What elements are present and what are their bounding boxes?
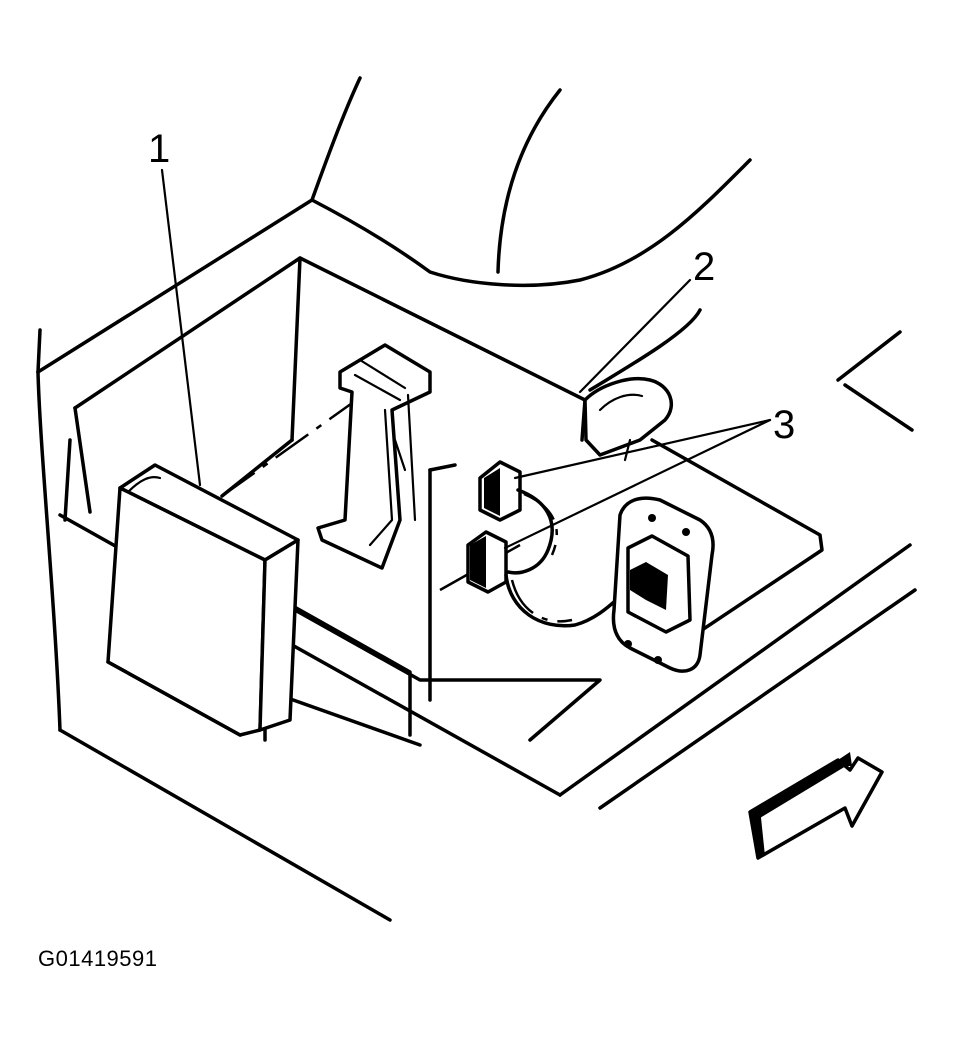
callout-3-label: 3	[773, 403, 795, 447]
component-2	[583, 377, 673, 462]
module-1	[106, 463, 300, 737]
callout-1-label: 1	[148, 127, 170, 171]
front-arrow-icon	[748, 752, 884, 860]
connector-lower	[466, 530, 508, 594]
seat-outline	[310, 76, 752, 392]
wiring-harness	[504, 488, 630, 628]
callout-2-label: 2	[693, 245, 715, 289]
sensor-assembly	[611, 496, 715, 673]
callout-leaders	[160, 168, 772, 550]
mount-bracket	[316, 343, 432, 570]
figure-id-label: G01419591	[38, 946, 158, 971]
connector-upper	[478, 460, 522, 522]
